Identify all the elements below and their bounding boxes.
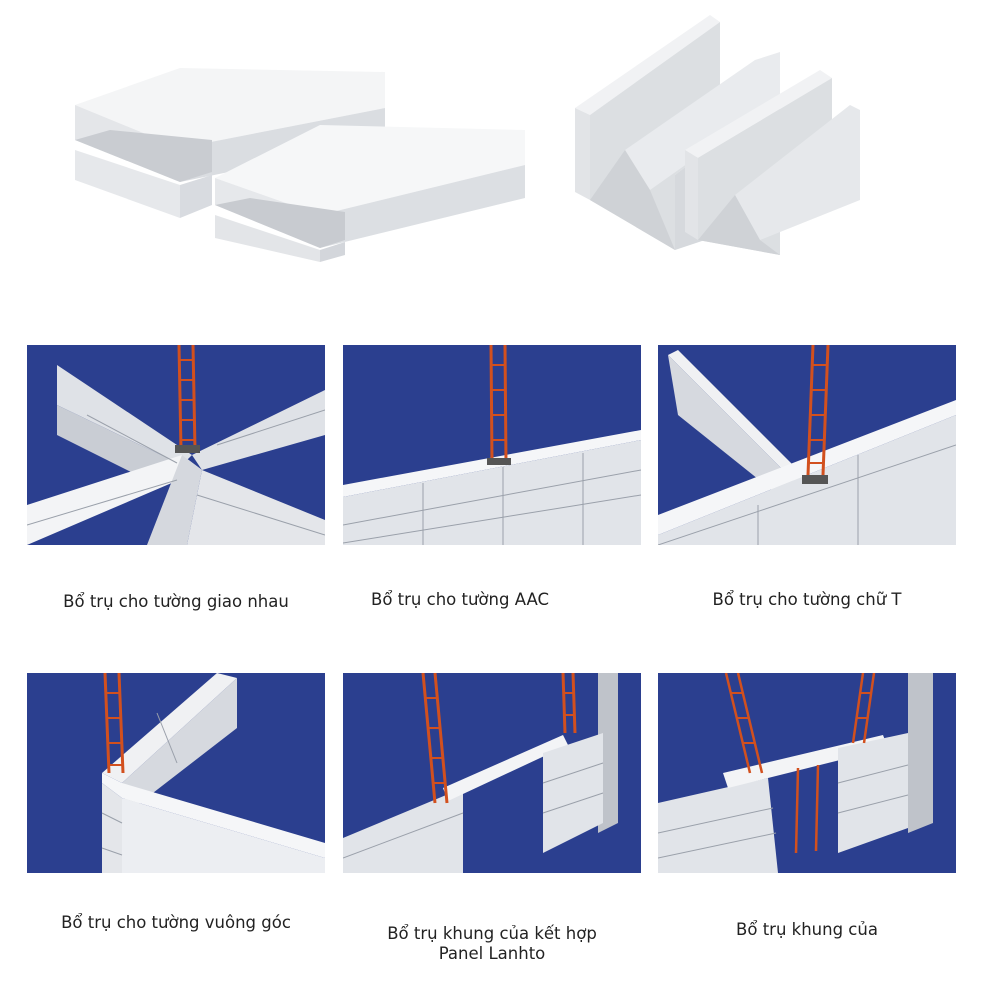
caption-intersecting-walls: Bổ trụ cho tường giao nhau: [63, 592, 289, 611]
diagram-door-frame: [658, 673, 956, 873]
diagram-perpendicular-walls: [27, 673, 325, 873]
diagram-aac-wall: [343, 345, 641, 545]
caption-aac-wall: Bổ trụ cho tường AAC: [371, 590, 549, 609]
caption-t-wall: Bổ trụ cho tường chữ T: [712, 590, 902, 609]
caption-door-frame: Bổ trụ khung của: [736, 920, 878, 939]
diagram-intersecting-walls: [27, 345, 325, 545]
caption-line-2: Panel Lanhto: [438, 944, 546, 963]
caption-line-1: Bổ trụ khung của kết hợp: [387, 924, 597, 943]
caption-perpendicular-walls: Bổ trụ cho tường vuông góc: [61, 913, 291, 932]
aac-block-products-illustration: [75, 15, 860, 262]
caption-door-frame-lintel-panel: Bổ trụ khung của kết hợp Panel Lanhto: [343, 924, 641, 964]
diagram-door-frame-lintel-panel: [343, 673, 641, 873]
aac-lintel-block-2: [215, 125, 525, 262]
diagram-t-wall: [658, 345, 956, 545]
aac-u-block-2: [685, 70, 860, 255]
